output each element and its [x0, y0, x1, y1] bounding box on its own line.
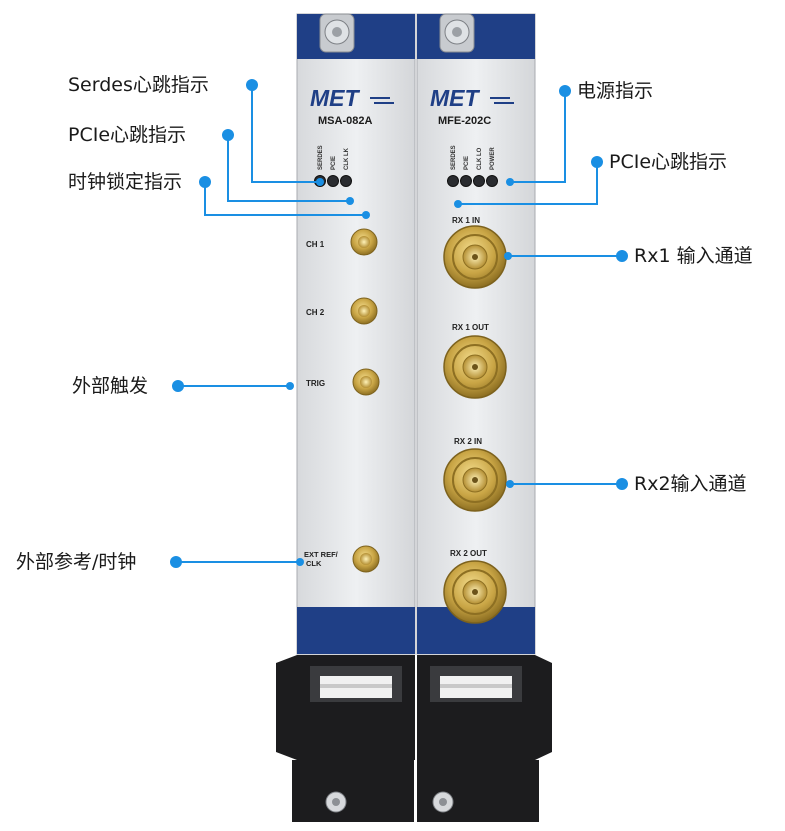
top-screw-icon[interactable] [320, 14, 354, 52]
port-label: RX 1 OUT [452, 323, 489, 332]
port-label: RX 1 IN [452, 216, 480, 225]
led-label: POWER [490, 147, 496, 170]
led-pcie-icon [461, 176, 472, 187]
sma-connector-icon[interactable] [351, 298, 377, 324]
n-type-connector-icon[interactable] [444, 449, 506, 511]
ejector-handle-icon[interactable] [276, 655, 415, 822]
led-clk-lo-icon [474, 176, 485, 187]
port-label: CH 2 [306, 308, 325, 317]
port-label: TRIG [306, 379, 325, 388]
callout-clock-lock: 时钟锁定指示 [68, 170, 182, 194]
callout-power-indicator: 电源指示 [577, 79, 653, 103]
callout-serdes-heartbeat: Serdes心跳指示 [68, 73, 209, 97]
sma-connector-icon[interactable] [351, 229, 377, 255]
led-label: SERDES [318, 145, 324, 170]
callout-pcie-heartbeat-right: PCIe心跳指示 [609, 150, 727, 174]
port-label: EXT REF/ [304, 550, 339, 559]
module-model-label: MFE-202C [438, 115, 491, 127]
led-pcie-icon [328, 176, 339, 187]
led-label: SERDES [451, 145, 457, 170]
sma-connector-icon[interactable] [353, 546, 379, 572]
callout-rx2-input: Rx2输入通道 [634, 472, 747, 496]
top-screw-icon[interactable] [440, 14, 474, 52]
led-clk-lk-icon [341, 176, 352, 187]
callout-external-trigger: 外部触发 [72, 374, 148, 398]
n-type-connector-icon[interactable] [444, 226, 506, 288]
port-label: RX 2 OUT [450, 549, 487, 558]
callout-pcie-heartbeat-left: PCIe心跳指示 [68, 123, 186, 147]
callout-external-ref-clock: 外部参考/时钟 [16, 550, 136, 574]
port-label: CH 1 [306, 240, 325, 249]
n-type-connector-icon[interactable] [444, 561, 506, 623]
svg-text:MET: MET [310, 85, 361, 111]
n-type-connector-icon[interactable] [444, 336, 506, 398]
module-model-label: MSA-082A [318, 115, 372, 127]
led-label: CLK LK [344, 147, 350, 170]
ejector-handle-icon[interactable] [417, 655, 552, 822]
svg-text:MET: MET [430, 85, 481, 111]
sma-connector-icon[interactable] [353, 369, 379, 395]
led-label: PCIE [464, 156, 470, 170]
led-power-icon [487, 176, 498, 187]
led-serdes-icon [448, 176, 459, 187]
led-label: CLK LO [477, 147, 483, 170]
port-label: CLK [306, 559, 322, 568]
port-label: RX 2 IN [454, 437, 482, 446]
led-label: PCIE [331, 156, 337, 170]
callout-rx1-input: Rx1 输入通道 [634, 244, 753, 268]
